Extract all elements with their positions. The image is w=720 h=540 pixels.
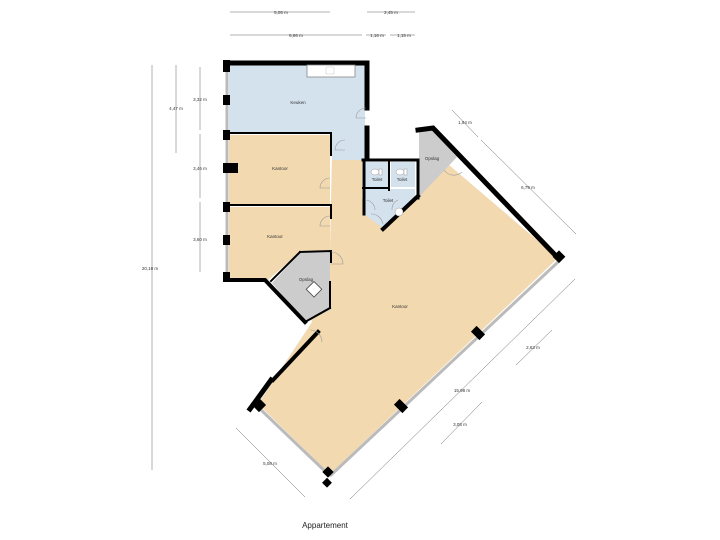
dim-top-3: 6,86 m — [289, 33, 303, 38]
label-toilet-2: Toilet — [397, 177, 408, 182]
dim-right-1: 1,94 m — [458, 120, 472, 125]
kitchen-counter — [306, 64, 356, 78]
storage-box — [305, 280, 323, 298]
toilet-fixtures — [370, 168, 408, 217]
room-kantoor-2 — [229, 207, 330, 280]
dim-right-2: 6,79 m — [521, 185, 535, 190]
room-fills — [229, 63, 558, 474]
label-opslag-2: Opslag — [425, 156, 440, 161]
doors — [309, 107, 463, 343]
plan-title: Appartement — [302, 521, 348, 530]
dim-top-4: 1,16 m — [370, 33, 384, 38]
room-kantoor-1 — [229, 135, 330, 205]
kitchen-sink — [325, 66, 335, 75]
room-kantoor-main — [258, 152, 558, 474]
label-kantoor-main: Kantoor — [392, 304, 408, 309]
dim-left-2: 3,32 m — [193, 97, 207, 102]
dim-left-total: 20,18 m — [142, 266, 159, 271]
label-keuken: Keuken — [290, 100, 306, 105]
dimension-labels: 5,05 m 2,45 m 6,86 m 1,16 m 1,15 m 20,18… — [142, 10, 540, 466]
dim-left-3: 3,46 m — [193, 166, 207, 171]
room-opslag-2 — [419, 130, 457, 197]
dim-right-5: 3,08 m — [453, 422, 467, 427]
left-wall — [223, 60, 238, 282]
room-opslag-1 — [272, 251, 330, 322]
label-kantoor-1: Kantoor — [272, 166, 288, 171]
dim-right-4: 15,98 m — [454, 388, 471, 393]
dim-top-1: 5,05 m — [274, 10, 288, 15]
dim-right-3: 2,63 m — [526, 345, 540, 350]
label-toilet-1: Toilet — [372, 177, 383, 182]
dim-bottom-left: 5,08 m — [263, 461, 277, 466]
label-toilet-3: Toilet — [383, 198, 394, 203]
room-keuken — [229, 63, 365, 160]
label-kantoor-2: Kantoor — [267, 234, 283, 239]
walls — [226, 60, 562, 413]
dim-left-1: 4,47 m — [169, 106, 183, 111]
label-opslag-1: Opslag — [299, 277, 314, 282]
dim-top-2: 2,45 m — [384, 10, 398, 15]
dimension-lines — [151, 11, 577, 500]
room-labels: Keuken Kantoor Kantoor Opslag Opslag Toi… — [267, 100, 440, 309]
room-toilet-3 — [365, 189, 415, 228]
glazed-walls — [256, 260, 560, 478]
dim-top-5: 1,15 m — [397, 33, 411, 38]
dim-left-4: 3,60 m — [193, 237, 207, 242]
